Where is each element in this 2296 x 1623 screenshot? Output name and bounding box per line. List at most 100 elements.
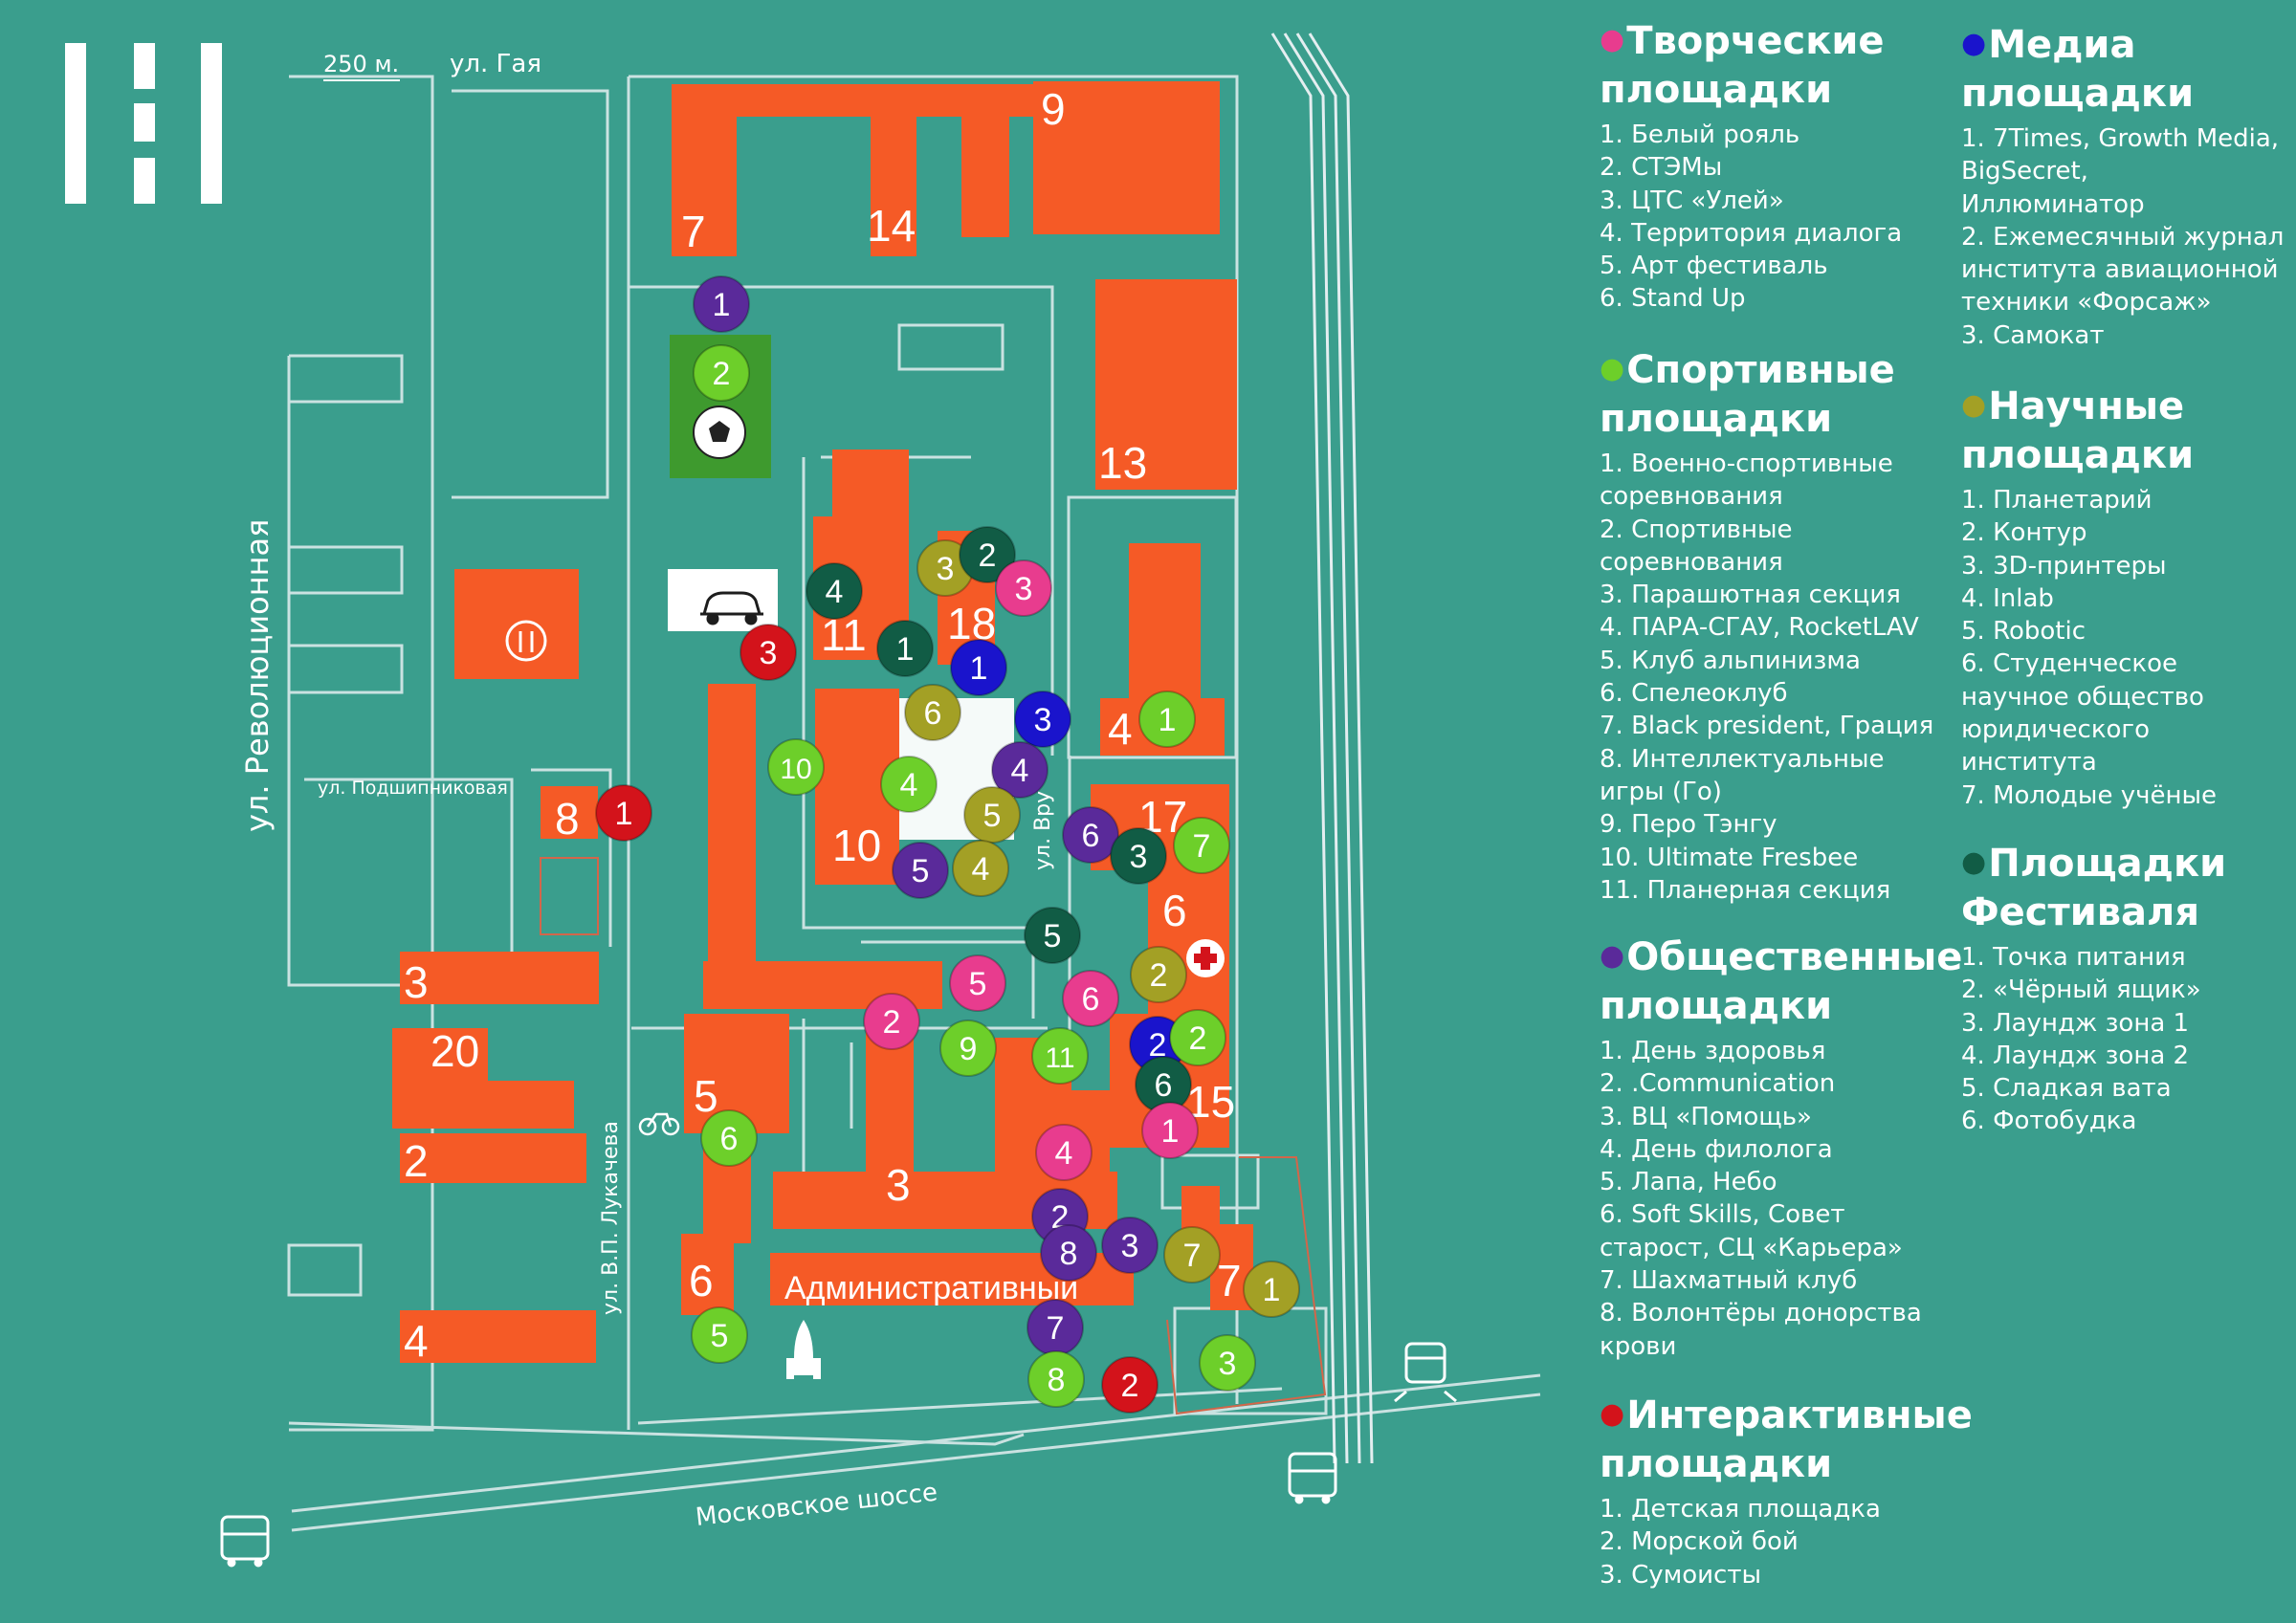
marker-circle[interactable] — [991, 741, 1049, 799]
marker-number: 6 — [720, 1121, 739, 1157]
marker-number: 7 — [1183, 1238, 1202, 1274]
marker-circle[interactable] — [1110, 827, 1167, 885]
marker-science-6[interactable]: 6 — [904, 684, 961, 741]
marker-number: 6 — [1082, 818, 1100, 854]
marker-media-3[interactable]: 3 — [1014, 691, 1071, 748]
marker-circle[interactable] — [740, 624, 797, 681]
marker-sport-11[interactable]: 11 — [1031, 1027, 1089, 1085]
legend-item: 3. Сумоисты — [1600, 1560, 1761, 1590]
marker-circle[interactable] — [1138, 691, 1196, 748]
marker-number: 2 — [713, 356, 731, 392]
marker-number: 4 — [900, 767, 918, 803]
marker-festival-6[interactable]: 6 — [1135, 1056, 1192, 1113]
marker-sport-6[interactable]: 6 — [700, 1109, 758, 1167]
marker-sport-1[interactable]: 1 — [1138, 691, 1196, 748]
marker-circle[interactable] — [806, 562, 863, 620]
legend-title-science: ●Научные площадки — [1961, 384, 2195, 477]
marker-community-6[interactable]: 6 — [1062, 806, 1119, 864]
marker-circle[interactable] — [693, 344, 750, 402]
marker-interactive-2[interactable]: 2 — [1101, 1356, 1159, 1414]
marker-science-4[interactable]: 4 — [952, 840, 1009, 897]
marker-circle[interactable] — [1130, 946, 1187, 1003]
marker-community-1[interactable]: 1 — [693, 275, 750, 333]
marker-number: 1 — [1263, 1272, 1281, 1308]
marker-community-8[interactable]: 8 — [1040, 1224, 1097, 1282]
marker-circle[interactable] — [863, 993, 920, 1050]
marker-circle[interactable] — [1199, 1334, 1256, 1392]
marker-circle[interactable] — [700, 1109, 758, 1167]
marker-circle[interactable] — [1163, 1226, 1221, 1283]
marker-circle[interactable] — [1014, 691, 1071, 748]
marker-circle[interactable] — [950, 639, 1007, 696]
marker-interactive-1[interactable]: 1 — [595, 784, 652, 842]
marker-circle[interactable] — [1024, 907, 1081, 964]
rocket-icon — [786, 1320, 821, 1379]
marker-number: 3 — [1130, 839, 1148, 875]
marker-circle[interactable] — [1027, 1350, 1085, 1408]
marker-circle[interactable] — [1062, 970, 1119, 1027]
marker-creative-3[interactable]: 3 — [995, 559, 1052, 617]
marker-circle[interactable] — [1040, 1224, 1097, 1282]
marker-circle[interactable] — [1031, 1027, 1089, 1085]
marker-circle[interactable] — [952, 840, 1009, 897]
marker-circle[interactable] — [767, 738, 825, 796]
marker-sport-8[interactable]: 8 — [1027, 1350, 1085, 1408]
marker-circle[interactable] — [1101, 1356, 1159, 1414]
marker-festival-2[interactable]: 2 — [959, 526, 1016, 583]
building-6-bottom — [681, 1234, 734, 1315]
marker-circle[interactable] — [1062, 806, 1119, 864]
marker-community-7[interactable]: 7 — [1027, 1299, 1084, 1356]
marker-sport-9[interactable]: 9 — [939, 1020, 997, 1077]
marker-sport-2[interactable]: 2 — [1169, 1009, 1226, 1066]
marker-sport-2[interactable]: 2 — [693, 344, 750, 402]
legend-item: 2. Ежемесячный журнал института авиацион… — [1961, 222, 2285, 318]
marker-circle[interactable] — [959, 526, 1016, 583]
marker-festival-3[interactable]: 3 — [1110, 827, 1167, 885]
marker-sport-7[interactable]: 7 — [1173, 817, 1230, 874]
marker-community-5[interactable]: 5 — [892, 842, 949, 899]
marker-circle[interactable] — [1169, 1009, 1226, 1066]
marker-community-3[interactable]: 3 — [1101, 1217, 1159, 1274]
marker-circle[interactable] — [693, 275, 750, 333]
marker-science-5[interactable]: 5 — [963, 786, 1021, 844]
marker-sport-4[interactable]: 4 — [880, 756, 938, 813]
marker-number: 2 — [883, 1004, 901, 1041]
marker-science-1[interactable]: 1 — [1243, 1261, 1300, 1318]
marker-sport-5[interactable]: 5 — [691, 1306, 748, 1364]
marker-media-1[interactable]: 1 — [950, 639, 1007, 696]
marker-circle[interactable] — [691, 1306, 748, 1364]
marker-circle[interactable] — [949, 954, 1006, 1012]
marker-festival-4[interactable]: 4 — [806, 562, 863, 620]
marker-community-4[interactable]: 4 — [991, 741, 1049, 799]
marker-creative-2[interactable]: 2 — [863, 993, 920, 1050]
marker-circle[interactable] — [1141, 1102, 1199, 1159]
marker-circle[interactable] — [876, 620, 934, 677]
marker-circle[interactable] — [880, 756, 938, 813]
marker-creative-1[interactable]: 1 — [1141, 1102, 1199, 1159]
marker-science-3[interactable]: 3 — [916, 539, 974, 597]
legend-item: 2. «Чёрный ящик» — [1961, 976, 2201, 1005]
marker-circle[interactable] — [892, 842, 949, 899]
building-4-left — [400, 1310, 596, 1363]
marker-circle[interactable] — [1243, 1261, 1300, 1318]
marker-circle[interactable] — [1173, 817, 1230, 874]
marker-circle[interactable] — [1035, 1124, 1093, 1181]
marker-circle[interactable] — [904, 684, 961, 741]
marker-science-2[interactable]: 2 — [1130, 946, 1187, 1003]
marker-creative-4[interactable]: 4 — [1035, 1124, 1093, 1181]
marker-festival-1[interactable]: 1 — [876, 620, 934, 677]
marker-circle[interactable] — [595, 784, 652, 842]
marker-festival-5[interactable]: 5 — [1024, 907, 1081, 964]
marker-science-7[interactable]: 7 — [1163, 1226, 1221, 1283]
marker-sport-10[interactable]: 10 — [767, 738, 825, 796]
marker-circle[interactable] — [995, 559, 1052, 617]
legend-item: 5. Robotic — [1961, 617, 2086, 647]
marker-circle[interactable] — [939, 1020, 997, 1077]
marker-creative-6[interactable]: 6 — [1062, 970, 1119, 1027]
marker-circle[interactable] — [963, 786, 1021, 844]
marker-sport-3[interactable]: 3 — [1199, 1334, 1256, 1392]
marker-interactive-3[interactable]: 3 — [740, 624, 797, 681]
marker-creative-5[interactable]: 5 — [949, 954, 1006, 1012]
marker-circle[interactable] — [1101, 1217, 1159, 1274]
